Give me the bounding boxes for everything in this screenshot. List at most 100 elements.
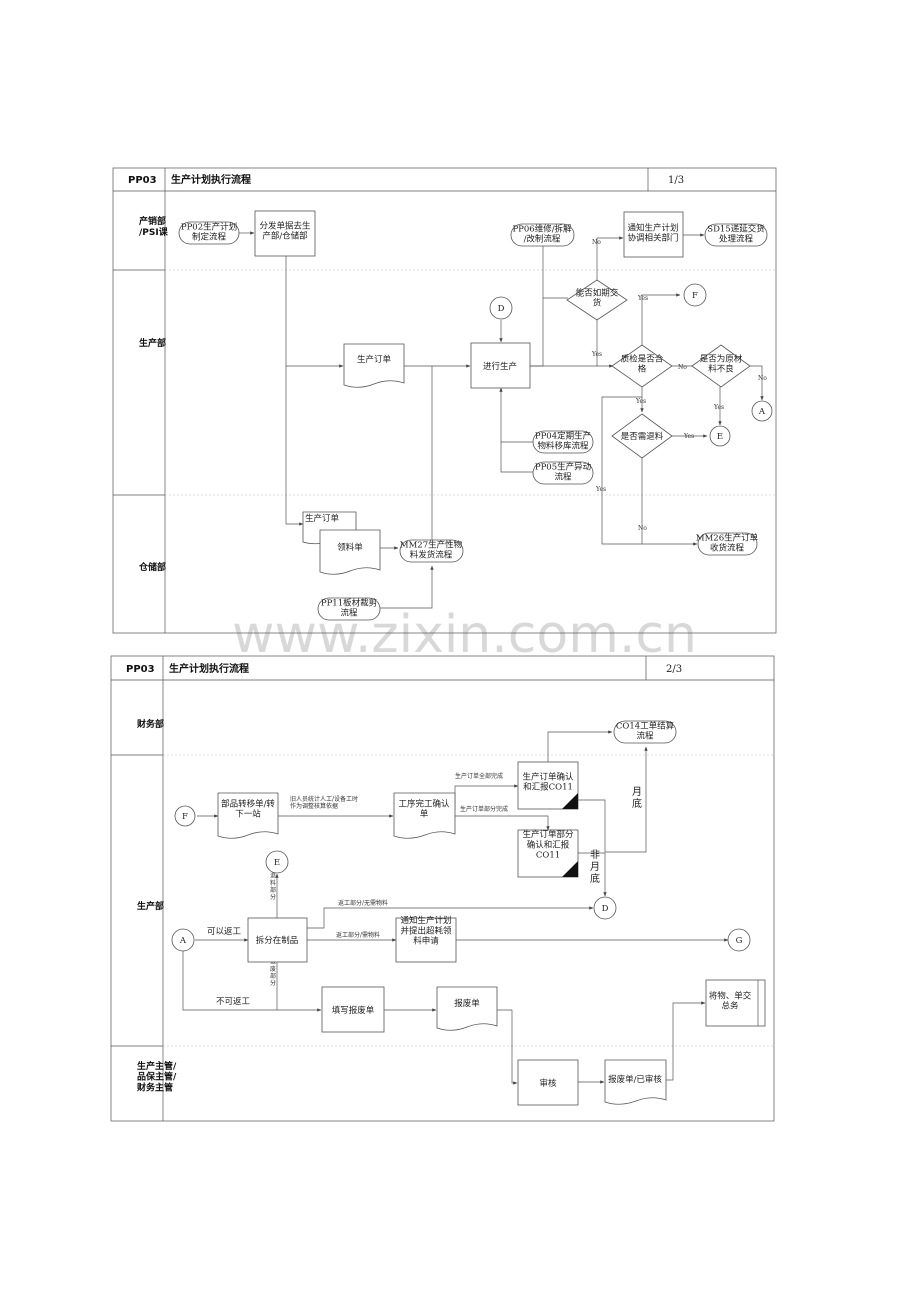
lane-warehouse: 仓储部 xyxy=(138,561,166,573)
node-fill-scrap[interactable]: 填写报废单 xyxy=(321,986,385,1033)
svg-text:通知生产计划协调相关部门: 通知生产计划协调相关部门 xyxy=(627,222,678,243)
label-yes: Yes xyxy=(713,404,724,411)
node-confirm-all[interactable]: 生产订单确认和汇报CO11 xyxy=(517,761,579,810)
svg-text:拆分在制品: 拆分在制品 xyxy=(256,935,299,946)
page2-code: PP03 xyxy=(126,664,155,675)
label-yes: Yes xyxy=(591,351,602,358)
svg-text:生产订单: 生产订单 xyxy=(305,513,340,524)
svg-text:PP02生产计划制定流程: PP02生产计划制定流程 xyxy=(181,221,237,242)
node-material-bad[interactable]: 是否为原材料不良 xyxy=(691,344,751,388)
node-pp04[interactable]: PP04定期生产物料移库流程 xyxy=(532,430,594,454)
connector-a[interactable]: A xyxy=(751,400,773,422)
connector-e[interactable]: E xyxy=(709,425,731,447)
label-no: No xyxy=(678,364,687,371)
lane-finance: 财务部 xyxy=(136,718,164,730)
lane-psi: 产销部/PSI课 xyxy=(139,215,169,238)
label-no: No xyxy=(758,375,767,382)
node-distribute[interactable]: 分发单据去生产部/仓储部 xyxy=(254,210,316,257)
node-return-material[interactable]: 是否需退料 xyxy=(611,413,673,459)
label-yes: Yes xyxy=(683,433,694,440)
node-goods-desk[interactable]: 将物、单交总务 xyxy=(705,979,766,1027)
node-audit[interactable]: 审核 xyxy=(517,1059,579,1106)
edge-rework-no-material: 返工部分/无需物料 xyxy=(338,899,388,907)
svg-text:将物、单交总务: 将物、单交总务 xyxy=(709,990,752,1011)
node-scrap-approved[interactable]: 报废单/已审核 xyxy=(604,1059,667,1105)
svg-text:A: A xyxy=(758,407,766,417)
node-pp05[interactable]: PP05生产异动流程 xyxy=(532,461,594,485)
lane-production-2: 生产部 xyxy=(137,900,164,912)
svg-text:E: E xyxy=(717,432,723,442)
page1-frame xyxy=(112,167,777,634)
svg-text:D: D xyxy=(498,304,505,314)
node-sd15[interactable]: SD15递延交货处理流程 xyxy=(704,223,768,247)
edge-rework-material: 返工部分/需物料 xyxy=(336,931,380,939)
node-qc[interactable]: 质检是否合格 xyxy=(611,344,673,388)
node-pp02[interactable]: PP02生产计划制定流程 xyxy=(178,221,240,245)
page1-title: 生产计划执行流程 xyxy=(171,173,251,186)
svg-text:CO14工单结算流程: CO14工单结算流程 xyxy=(616,720,675,741)
connector-a-2[interactable]: A xyxy=(171,928,195,952)
svg-text:SD15递延交货处理流程: SD15递延交货处理流程 xyxy=(707,223,765,244)
edge-not-month-end: 非月底 xyxy=(590,849,600,885)
node-pick-list[interactable]: 领料单 xyxy=(319,529,381,575)
watermark: www.zixin.com.cn xyxy=(232,605,697,665)
node-scrap-form[interactable]: 报废单 xyxy=(436,986,498,1031)
node-mm26[interactable]: MM26生产订单收货流程 xyxy=(696,532,759,556)
node-co14[interactable]: CO14工单结算流程 xyxy=(613,720,677,744)
svg-text:报废单/已审核: 报废单/已审核 xyxy=(608,1074,662,1085)
node-production-order[interactable]: 生产订单 xyxy=(343,343,405,388)
node-pp06[interactable]: PP06维修/拆解/改制流程 xyxy=(510,223,575,247)
label-yes: Yes xyxy=(637,295,648,302)
svg-text:领料单: 领料单 xyxy=(337,542,363,553)
page2-title: 生产计划执行流程 xyxy=(169,662,249,675)
svg-text:F: F xyxy=(182,812,188,822)
svg-text:是否为原材料不良: 是否为原材料不良 xyxy=(700,353,743,374)
connector-f[interactable]: F xyxy=(683,283,707,307)
node-on-time[interactable]: 能否如期交货 xyxy=(566,279,628,321)
page1-code: PP03 xyxy=(128,175,157,186)
edge-can-rework: 可以返工 xyxy=(207,926,242,937)
svg-text:质检是否合格: 质检是否合格 xyxy=(621,353,664,374)
svg-text:通知生产计划并提出超耗领料申请: 通知生产计划并提出超耗领料申请 xyxy=(400,915,452,946)
page1-connectors xyxy=(239,231,764,609)
lane-production: 生产部 xyxy=(139,337,166,349)
connector-d-2[interactable]: D xyxy=(593,896,617,920)
connector-d[interactable]: D xyxy=(489,296,513,320)
svg-text:G: G xyxy=(736,936,743,946)
node-notify-plan[interactable]: 通知生产计划并提出超耗领料申请 xyxy=(395,915,457,963)
connector-g[interactable]: G xyxy=(727,928,751,952)
edge-part-done: 生产订单部分完成 xyxy=(460,805,508,813)
svg-text:工序完工确认单: 工序完工确认单 xyxy=(398,798,450,819)
label-yes: Yes xyxy=(635,398,646,405)
node-production[interactable]: 进行生产 xyxy=(470,342,531,389)
svg-text:PP11板材裁剪流程: PP11板材裁剪流程 xyxy=(321,597,377,618)
connector-e-2[interactable]: E xyxy=(265,850,289,874)
connector-f-2[interactable]: F xyxy=(174,805,196,827)
svg-text:MM26生产订单收货流程: MM26生产订单收货流程 xyxy=(696,532,759,553)
label-yes: Yes xyxy=(595,486,606,493)
page2-number: 2/3 xyxy=(666,664,682,675)
lane-supervisors: 生产主管/品保主管/财务主管 xyxy=(136,1060,177,1094)
svg-text:能否如期交货: 能否如期交货 xyxy=(576,287,619,308)
edge-rework-part: 退料部分 xyxy=(270,872,276,902)
svg-text:PP06维修/拆解/改制流程: PP06维修/拆解/改制流程 xyxy=(512,223,572,244)
node-transfer[interactable]: 部品转移单/转下一站 xyxy=(217,792,279,839)
edge-all-done: 生产订单全部完成 xyxy=(455,772,503,780)
svg-text:A: A xyxy=(179,936,187,946)
svg-text:进行生产: 进行生产 xyxy=(483,361,517,372)
node-notify[interactable]: 通知生产计划协调相关部门 xyxy=(623,211,684,258)
node-process-done[interactable]: 工序完工确认单 xyxy=(393,792,456,839)
svg-text:分发单据去生产部/仓储部: 分发单据去生产部/仓储部 xyxy=(259,220,311,241)
svg-text:生产订单确认和汇报CO11: 生产订单确认和汇报CO11 xyxy=(522,771,574,792)
node-pp11[interactable]: PP11板材裁剪流程 xyxy=(317,597,381,621)
svg-text:PP04定期生产物料移库流程: PP04定期生产物料移库流程 xyxy=(535,430,591,451)
node-split-wip[interactable]: 拆分在制品 xyxy=(247,917,308,963)
svg-text:生产订单: 生产订单 xyxy=(357,354,392,365)
svg-text:填写报废单: 填写报废单 xyxy=(332,1005,375,1016)
label-no: No xyxy=(592,239,601,246)
node-mm27[interactable]: MM27生产性物料发货流程 xyxy=(399,539,464,563)
svg-text:报废单: 报废单 xyxy=(454,998,480,1009)
svg-text:F: F xyxy=(692,291,698,301)
